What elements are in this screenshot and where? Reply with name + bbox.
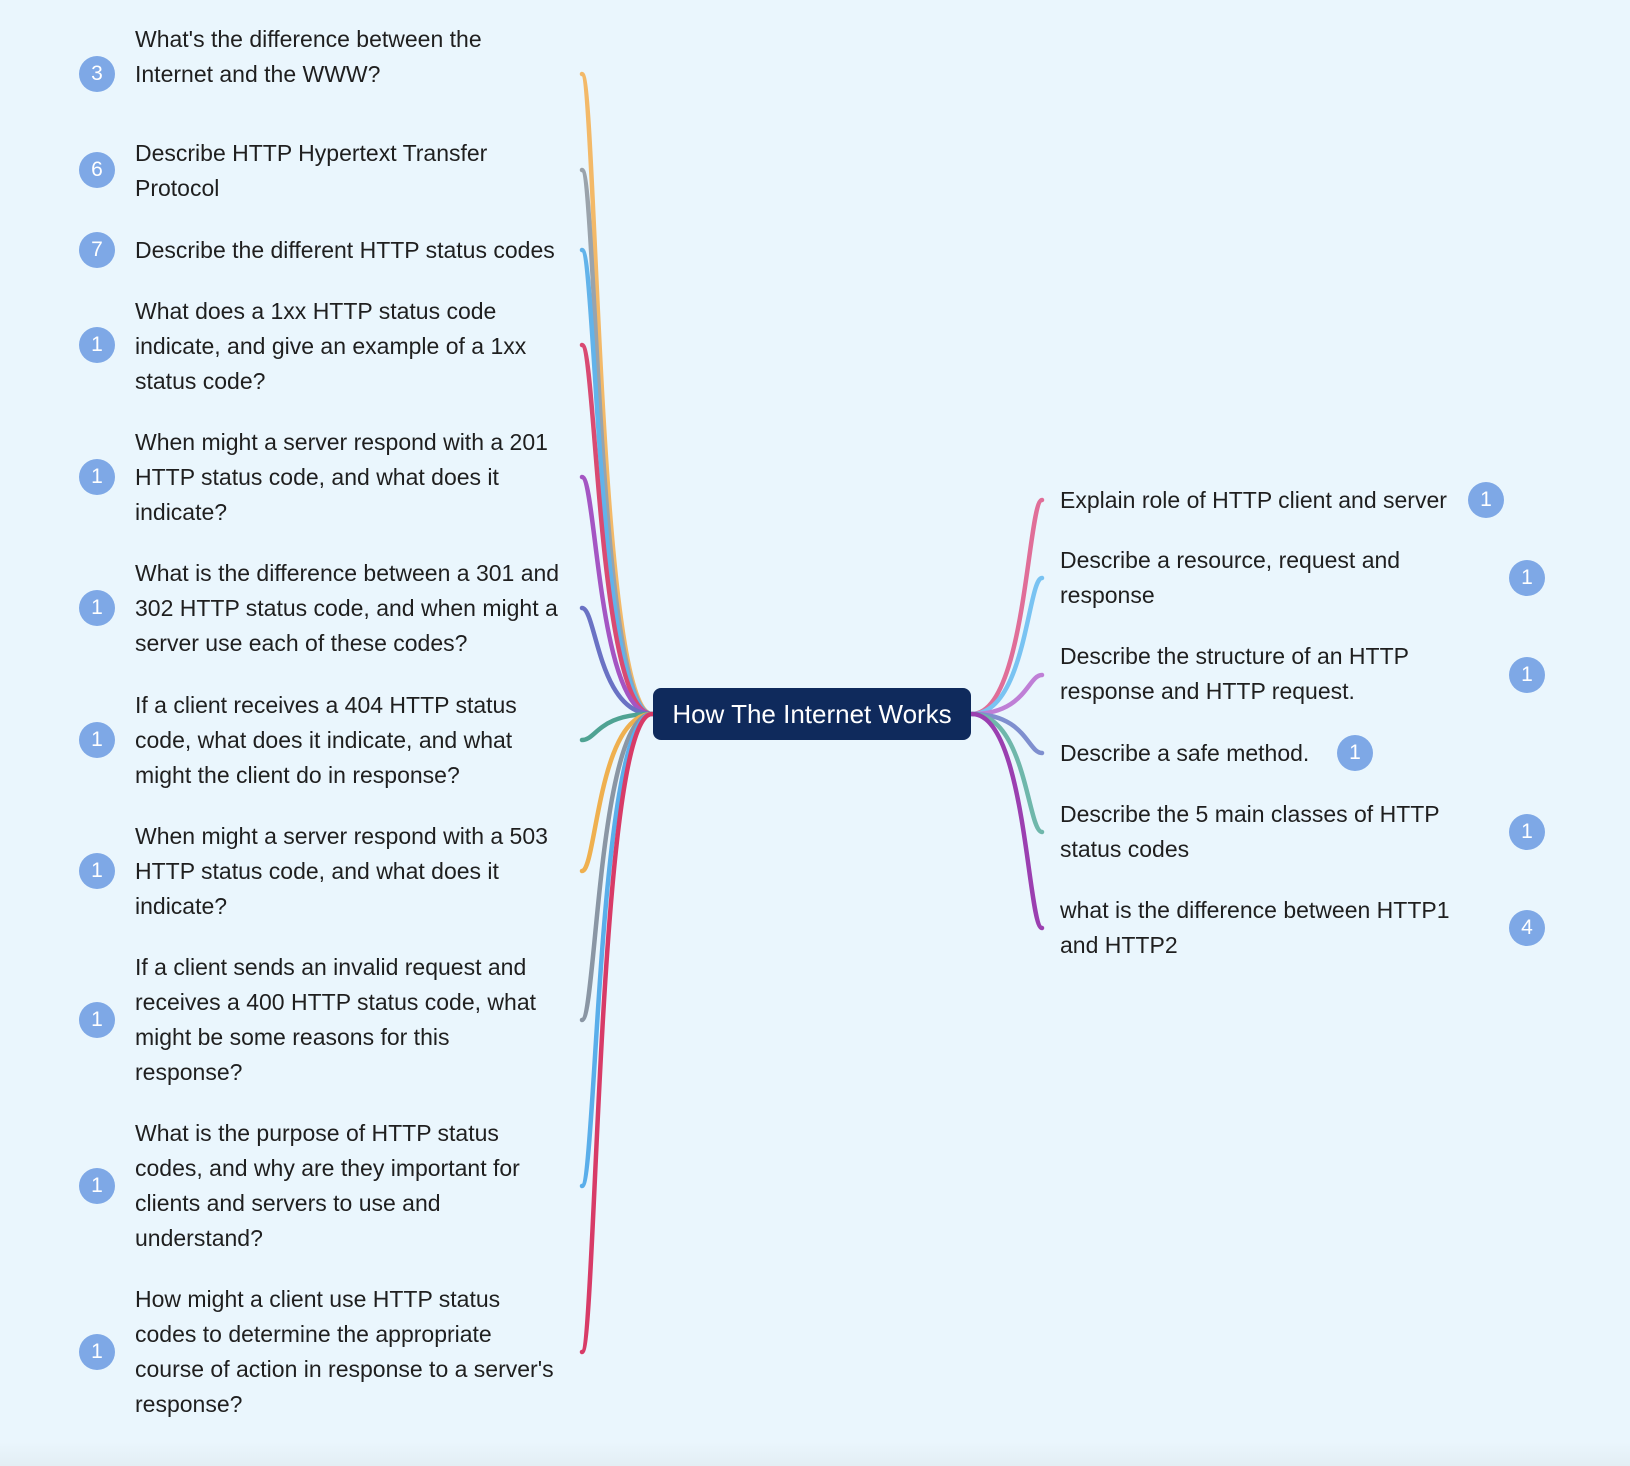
topic-text-line: indicate? [135,498,228,525]
topic-text-line: Describe a safe method. [1060,739,1310,766]
topic-text-line: Describe HTTP Hypertext Transfer [135,140,488,166]
subtopic-count-badge[interactable]: 1 [79,459,115,495]
left-branch-7 [579,711,655,743]
subtopic-count-badge[interactable]: 1 [79,1168,115,1204]
topic-text-line: 302 HTTP status code, and when might a [135,594,558,621]
subtopic-count-badge[interactable]: 7 [79,232,115,268]
topic-text-line: Explain role of HTTP client and server [1060,486,1447,513]
topic-text-line: Protocol [135,175,220,201]
subtopic-count-badge[interactable]: 1 [1509,657,1545,693]
left-topic-9[interactable]: If a client sends an invalid request and… [135,950,536,1090]
left-topic-11[interactable]: How might a client use HTTP status codes … [135,1282,554,1422]
topic-text-line: Describe the different HTTP status codes [135,236,555,263]
topic-text-line: might the client do in response? [135,761,460,788]
right-topic-5[interactable]: Describe the 5 main classes of HTTP statu… [1060,797,1440,867]
right-branch-2 [969,575,1045,717]
topic-text-line: What does a 1xx HTTP status code [135,297,497,324]
topic-text-line: What is the difference between a 301 and [135,559,560,586]
topic-text-line: What is the purpose of HTTP status [135,1120,499,1146]
topic-text-line: status codes [1060,836,1190,862]
right-topic-1[interactable]: Explain role of HTTP client and server [1060,483,1447,518]
topic-text-line: HTTP status code, and what does it [135,463,499,490]
topic-text-line: receives a 400 HTTP status code, what [135,989,536,1015]
right-topic-3[interactable]: Describe the structure of an HTTP respons… [1060,639,1409,709]
central-topic-label: How The Internet Works [672,698,952,729]
topic-text-line: If a client receives a 404 HTTP status [135,691,517,718]
right-branch-3 [969,672,1045,717]
subtopic-count-badge[interactable]: 1 [1509,814,1545,850]
topic-text-line: indicate, and give an example of a 1xx [135,332,527,359]
topic-text-line: If a client sends an invalid request and [135,954,527,980]
topic-text-line: What's the difference between the [135,26,482,52]
topic-text-line: response [1060,582,1155,608]
subtopic-count-badge[interactable]: 1 [79,853,115,889]
topic-text-line: server use each of these codes? [135,629,468,656]
left-topic-6[interactable]: What is the difference between a 301 and… [135,556,559,661]
right-topic-4[interactable]: Describe a safe method. [1060,736,1309,771]
topic-text-line: response? [135,1391,243,1417]
subtopic-count-badge[interactable]: 1 [1337,735,1373,771]
left-branch-9 [579,711,655,1023]
subtopic-count-badge[interactable]: 1 [79,722,115,758]
left-topic-4[interactable]: What does a 1xx HTTP status code indicate… [135,294,526,399]
subtopic-count-badge[interactable]: 1 [79,590,115,626]
central-topic[interactable]: How The Internet Works [653,688,971,740]
topic-text-line: course of action in response to a server… [135,1356,554,1382]
topic-text-line: clients and servers to use and [135,1190,441,1216]
left-branch-8 [579,711,655,874]
bottom-shade [0,1442,1630,1466]
topic-text-line: When might a server respond with a 201 [135,428,548,455]
right-branch-5 [969,711,1045,835]
topic-text-line: response? [135,1059,243,1085]
left-branch-4 [579,342,655,717]
topic-text-line: status code? [135,367,266,394]
left-topic-10[interactable]: What is the purpose of HTTP status codes,… [135,1116,520,1256]
subtopic-count-badge[interactable]: 1 [79,327,115,363]
topic-text-line: what is the difference between HTTP1 [1060,897,1450,923]
left-branch-6 [579,605,655,717]
topic-text-line: Describe the structure of an HTTP [1060,643,1409,669]
topic-text-line: When might a server respond with a 503 [135,822,548,849]
topic-text-line: HTTP status code, and what does it [135,857,499,884]
topic-text-line: codes, and why are they important for [135,1155,520,1181]
subtopic-count-badge[interactable]: 6 [79,152,115,188]
topic-text-line: indicate? [135,892,228,919]
left-branch-5 [579,474,655,717]
topic-text-line: How might a client use HTTP status [135,1286,501,1312]
topic-text-line: understand? [135,1225,263,1251]
topic-text-line: might be some reasons for this [135,1024,450,1050]
topic-text-line: Describe a resource, request and [1060,547,1401,573]
subtopic-count-badge[interactable]: 1 [79,1002,115,1038]
topic-text-line: response and HTTP request. [1060,678,1355,704]
right-topic-6[interactable]: what is the difference between HTTP1 and … [1060,893,1450,963]
right-branch-6 [969,711,1045,931]
left-topic-7[interactable]: If a client receives a 404 HTTP status co… [135,688,517,793]
topic-text-line: code, what does it indicate, and what [135,726,513,753]
subtopic-count-badge[interactable]: 3 [79,56,115,92]
left-branch-10 [579,711,655,1189]
subtopic-count-badge[interactable]: 1 [1509,560,1545,596]
subtopic-count-badge[interactable]: 1 [79,1334,115,1370]
right-branch-1 [969,497,1045,717]
right-topic-2[interactable]: Describe a resource, request and response [1060,543,1400,613]
topic-text-line: codes to determine the appropriate [135,1321,492,1347]
topic-text-line: Internet and the WWW? [135,61,381,87]
subtopic-count-badge[interactable]: 4 [1509,910,1545,946]
topic-text-line: and HTTP2 [1060,932,1178,958]
left-branch-11 [579,711,655,1355]
left-topic-3[interactable]: Describe the different HTTP status codes [135,233,555,268]
left-branch-3 [579,247,655,717]
subtopic-count-badge[interactable]: 1 [1468,482,1504,518]
topic-text-line: Describe the 5 main classes of HTTP [1060,801,1440,827]
